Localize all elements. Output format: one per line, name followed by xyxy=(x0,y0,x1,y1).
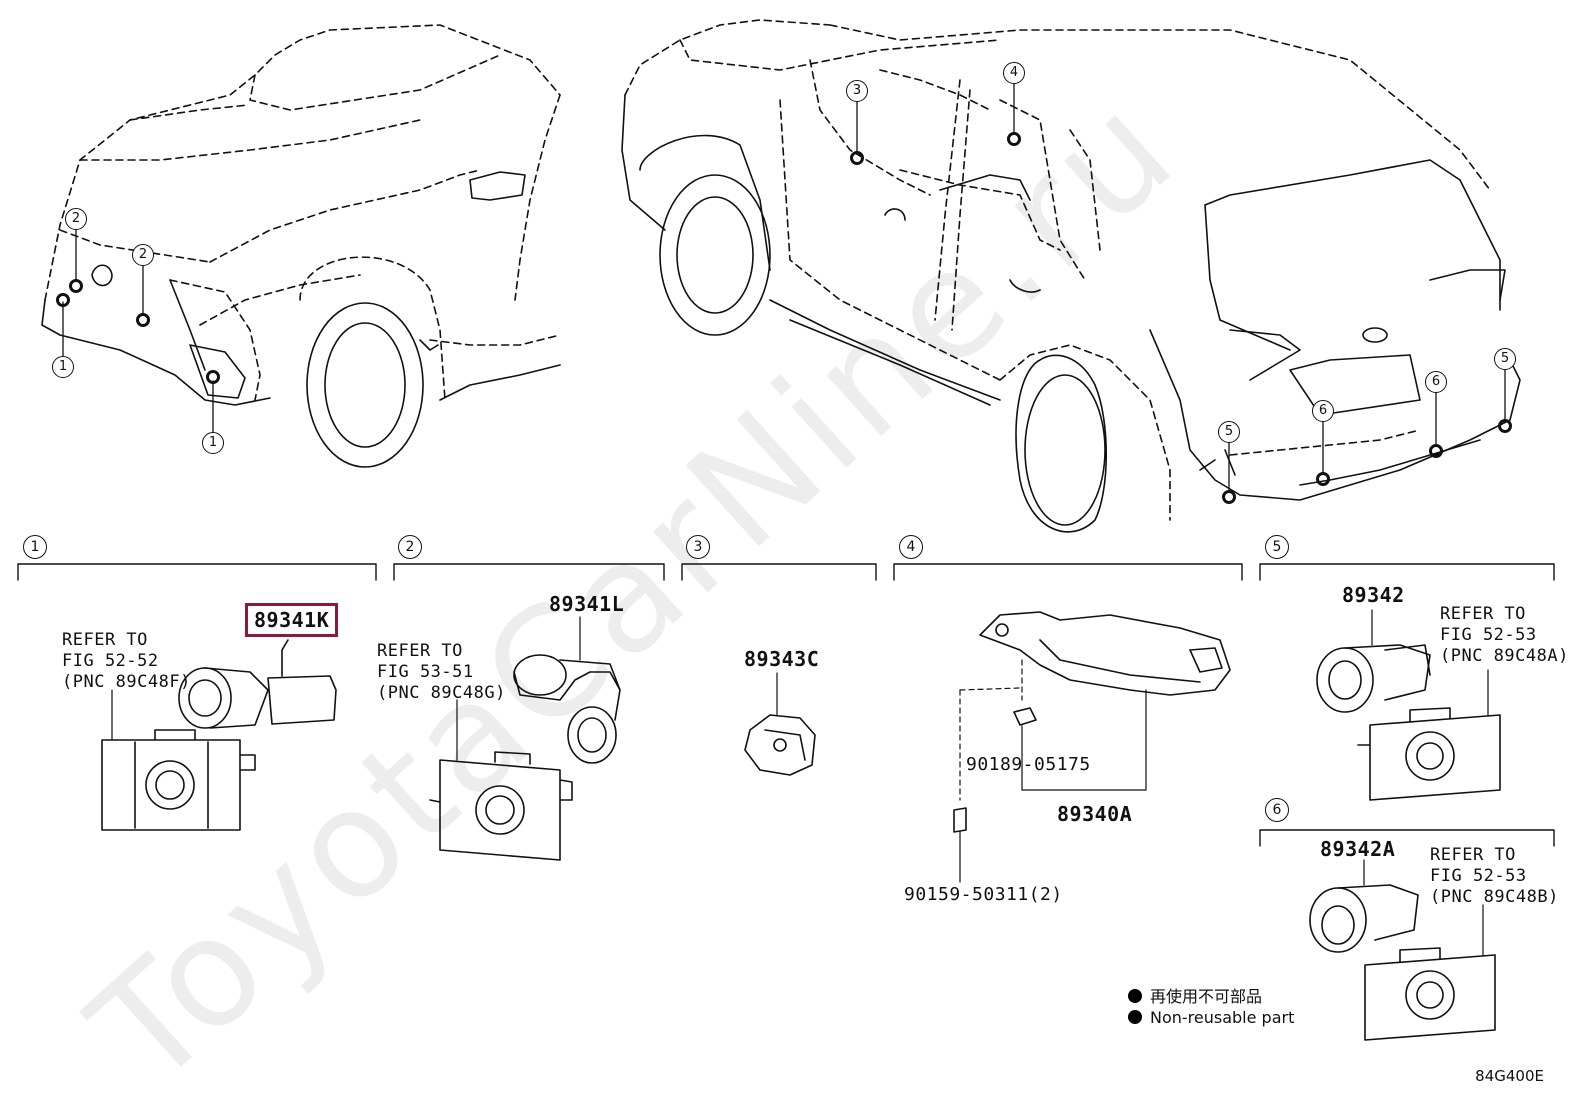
section-number-3: 3 xyxy=(686,535,710,559)
callout-6-rear-left[interactable]: 6 xyxy=(1312,400,1334,422)
figure-code: 84G400E xyxy=(1475,1067,1544,1085)
part-number-90159-50311[interactable]: 90159-50311(2) xyxy=(904,884,1063,905)
section-number-5: 5 xyxy=(1265,535,1289,559)
refer-text-6: REFER TO FIG 52-53 (PNC 89C48B) xyxy=(1430,845,1559,908)
refer-line: (PNC 89C48G) xyxy=(377,683,506,703)
refer-text-5: REFER TO FIG 52-53 (PNC 89C48A) xyxy=(1440,604,1569,667)
part-number-89342A[interactable]: 89342A xyxy=(1320,837,1396,861)
refer-line: FIG 53-51 xyxy=(377,662,474,682)
refer-line: FIG 52-53 xyxy=(1430,866,1527,886)
sensor-location-marks xyxy=(56,132,1512,504)
section-brackets xyxy=(17,563,1555,847)
refer-line: REFER TO xyxy=(1430,845,1516,865)
section-number-4: 4 xyxy=(899,535,923,559)
legend-japanese: 再使用不可部品 xyxy=(1128,983,1262,1007)
non-reusable-dot-icon xyxy=(1128,989,1142,1003)
part-number-89341L[interactable]: 89341L xyxy=(549,592,625,616)
rear-vehicle-illustration xyxy=(621,19,1521,533)
part-number-89340A[interactable]: 89340A xyxy=(1057,802,1133,826)
callout-2-front-left[interactable]: 2 xyxy=(65,208,87,230)
refer-line: REFER TO xyxy=(62,630,148,650)
sensor-art-6 xyxy=(1309,859,1496,1041)
callout-6-rear-right[interactable]: 6 xyxy=(1425,371,1447,393)
callout-4-rear[interactable]: 4 xyxy=(1003,62,1025,84)
refer-line: REFER TO xyxy=(1440,604,1526,624)
callout-1-front-left[interactable]: 1 xyxy=(52,356,74,378)
section-number-1: 1 xyxy=(23,535,47,559)
legend-text-jp: 再使用不可部品 xyxy=(1150,987,1263,1006)
callout-1-front-center[interactable]: 1 xyxy=(202,432,224,454)
refer-text-1: REFER TO FIG 52-52 (PNC 89C48F) xyxy=(62,630,191,693)
sensor-art-2 xyxy=(429,616,621,861)
part-number-89341K[interactable]: 89341K xyxy=(245,603,339,637)
sensor-art-1 xyxy=(101,639,337,831)
refer-text-2: REFER TO FIG 53-51 (PNC 89C48G) xyxy=(377,641,506,704)
sensor-art-3 xyxy=(744,672,816,776)
section-number-6: 6 xyxy=(1265,798,1289,822)
refer-line: (PNC 89C48B) xyxy=(1430,887,1559,907)
part-number-90189-05175[interactable]: 90189-05175 xyxy=(966,754,1091,775)
callout-3-rear[interactable]: 3 xyxy=(846,80,868,102)
sensor-art-5 xyxy=(1316,609,1501,801)
legend-text-en: Non-reusable part xyxy=(1150,1008,1295,1027)
part-number-89342[interactable]: 89342 xyxy=(1342,583,1405,607)
control-unit-art-4 xyxy=(953,611,1231,883)
refer-line: FIG 52-52 xyxy=(62,651,159,671)
section-number-2: 2 xyxy=(398,535,422,559)
refer-line: (PNC 89C48A) xyxy=(1440,646,1569,666)
refer-line: (PNC 89C48F) xyxy=(62,672,191,692)
part-number-89343C[interactable]: 89343C xyxy=(744,647,820,671)
front-vehicle-illustration xyxy=(41,24,561,468)
refer-line: REFER TO xyxy=(377,641,463,661)
legend-english: Non-reusable part xyxy=(1128,1008,1294,1027)
callout-2-front-center[interactable]: 2 xyxy=(132,244,154,266)
callout-leaders xyxy=(62,83,1506,492)
non-reusable-dot-icon xyxy=(1128,1010,1142,1024)
callout-5-rear-right[interactable]: 5 xyxy=(1494,348,1516,370)
refer-line: FIG 52-53 xyxy=(1440,625,1537,645)
callout-5-rear-left[interactable]: 5 xyxy=(1218,421,1240,443)
